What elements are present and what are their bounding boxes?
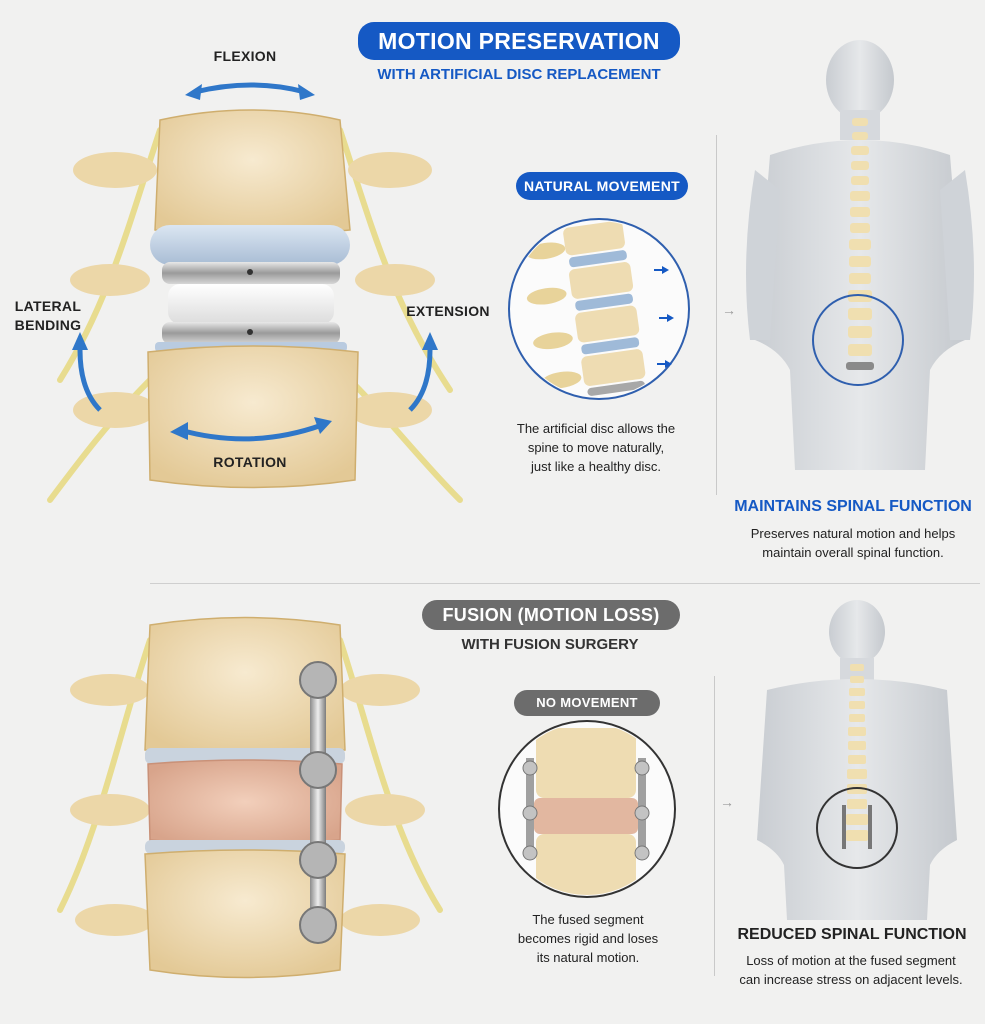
no-movement-inset xyxy=(498,720,676,898)
natural-movement-caption-line2: spine to move naturally, xyxy=(527,440,665,455)
disc-core xyxy=(168,284,334,324)
transverse-processes xyxy=(70,152,435,428)
artificial-disc-illustration xyxy=(47,82,463,503)
top-vertical-divider xyxy=(716,135,717,495)
flexion-label: FLEXION xyxy=(213,48,277,64)
rotation-label: ROTATION xyxy=(213,454,287,470)
body-figure-healthy xyxy=(746,40,974,470)
no-movement-caption-line1: The fused segment xyxy=(532,912,644,927)
bottom-arrow-icon: → xyxy=(720,794,734,810)
lumbar-highlight-circle xyxy=(812,294,904,386)
no-movement-badge: NO MOVEMENT xyxy=(514,690,660,716)
natural-movement-caption-line1: The artificial disc allows the xyxy=(516,421,676,436)
natural-movement-inset xyxy=(508,218,690,400)
upper-endplate xyxy=(150,225,350,265)
fusion-rod xyxy=(299,661,337,944)
extension-label: EXTENSION xyxy=(406,303,490,319)
bottom-vertical-divider xyxy=(714,676,715,976)
lateral-bending-label-line1: LATERAL xyxy=(14,298,82,314)
bottom-subtitle: WITH FUSION SURGERY xyxy=(461,636,639,653)
top-arrow-icon: → xyxy=(722,302,736,318)
reduced-function-text-line1: Loss of motion at the fused segment xyxy=(746,953,956,968)
lower-vertebra xyxy=(147,345,359,489)
section-divider xyxy=(150,583,980,584)
reduced-function-text-line2: can increase stress on adjacent levels. xyxy=(739,972,963,987)
motion-arrows xyxy=(77,82,433,442)
no-movement-caption-line3: its natural motion. xyxy=(536,950,640,965)
maintains-function-title: MAINTAINS SPINAL FUNCTION xyxy=(734,498,972,515)
top-title-pill: MOTION PRESERVATION xyxy=(358,22,680,60)
natural-movement-caption-line3: just like a healthy disc. xyxy=(530,459,662,474)
reduced-function-title: REDUCED SPINAL FUNCTION xyxy=(737,926,967,943)
no-movement-caption-line2: becomes rigid and loses xyxy=(517,931,659,946)
top-subtitle: WITH ARTIFICIAL DISC REPLACEMENT xyxy=(377,66,661,83)
maintains-function-text-line2: maintain overall spinal function. xyxy=(762,545,944,560)
body-figure-fused xyxy=(757,600,957,920)
maintains-function-text-line1: Preserves natural motion and helps xyxy=(750,526,956,541)
spine-column xyxy=(848,118,872,356)
fusion-illustration xyxy=(57,616,443,979)
natural-movement-badge: NATURAL MOVEMENT xyxy=(516,172,688,200)
bottom-title-pill: FUSION (MOTION LOSS) xyxy=(422,600,680,630)
upper-vertebra xyxy=(154,109,351,236)
lateral-bending-label-line2: BENDING xyxy=(14,317,82,333)
